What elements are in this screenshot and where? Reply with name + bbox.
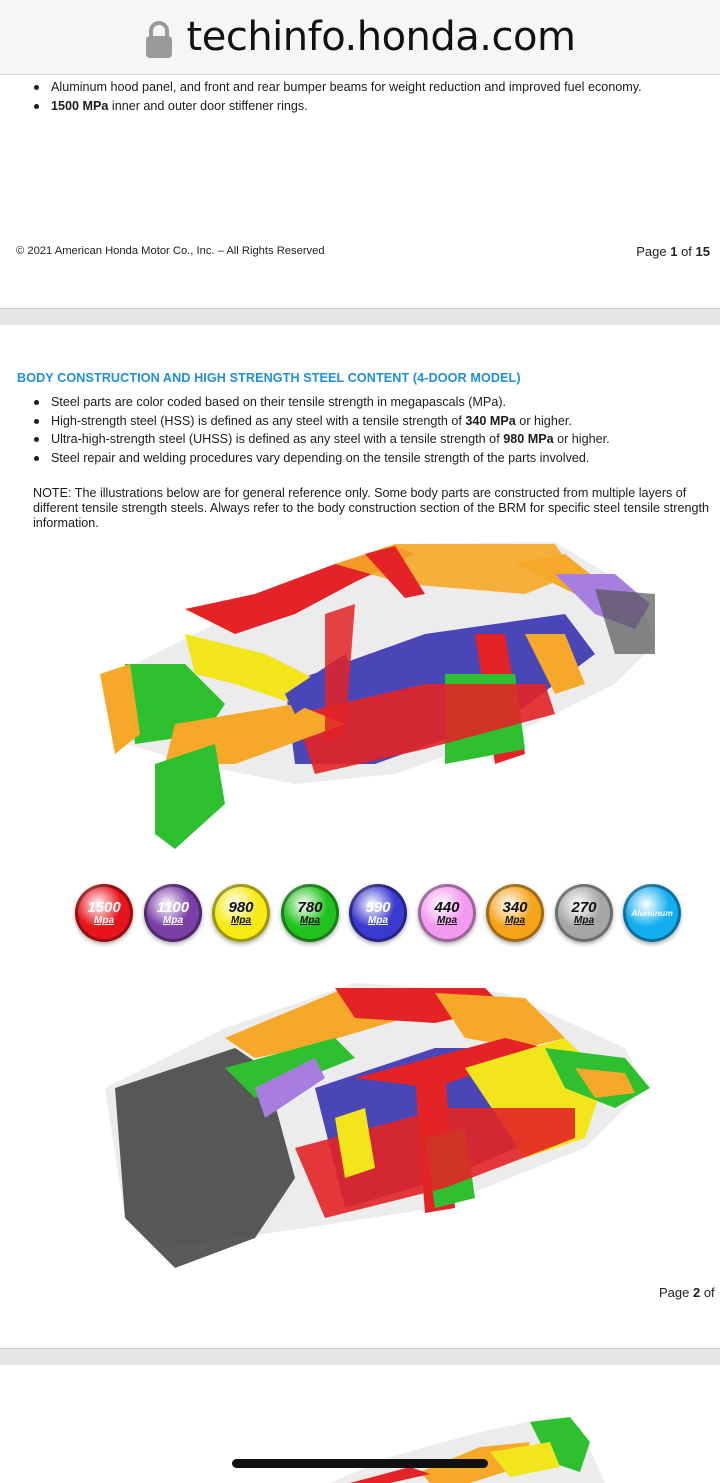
body-structure-illustration-rear — [105, 983, 650, 1268]
list-item: Steel repair and welding procedures vary… — [34, 449, 610, 468]
note-paragraph: NOTE: The illustrations below are for ge… — [33, 486, 709, 530]
address-bar[interactable]: techinfo.honda.com — [0, 0, 720, 75]
list-item: Aluminum hood panel, and front and rear … — [34, 78, 642, 97]
document-page-1: Aluminum hood panel, and front and rear … — [0, 74, 720, 308]
steel-info-list: Steel parts are color coded based on the… — [0, 393, 610, 467]
page-number-2: Page 2 of — [659, 1285, 715, 1300]
section-heading: BODY CONSTRUCTION AND HIGH STRENGTH STEE… — [17, 371, 521, 385]
list-item: High-strength steel (HSS) is defined as … — [34, 412, 610, 431]
body-structure-illustration-front — [100, 542, 655, 849]
list-item: Steel parts are color coded based on the… — [34, 393, 610, 412]
page-separator — [0, 1348, 720, 1366]
home-indicator[interactable] — [232, 1459, 488, 1468]
lock-icon — [145, 21, 172, 58]
url-text[interactable]: techinfo.honda.com — [186, 14, 576, 60]
copyright: © 2021 American Honda Motor Co., Inc. – … — [16, 245, 325, 257]
feature-list: Aluminum hood panel, and front and rear … — [0, 78, 642, 115]
list-item: 1500 MPa inner and outer door stiffener … — [34, 97, 642, 116]
legend-badge-aluminum: Aluminum — [623, 884, 681, 942]
list-item: Ultra-high-strength steel (UHSS) is defi… — [34, 430, 610, 449]
page-number: Page 1 of 15 — [636, 244, 710, 259]
body-structure-illustration-partial — [330, 1417, 605, 1483]
page-separator — [0, 308, 720, 326]
